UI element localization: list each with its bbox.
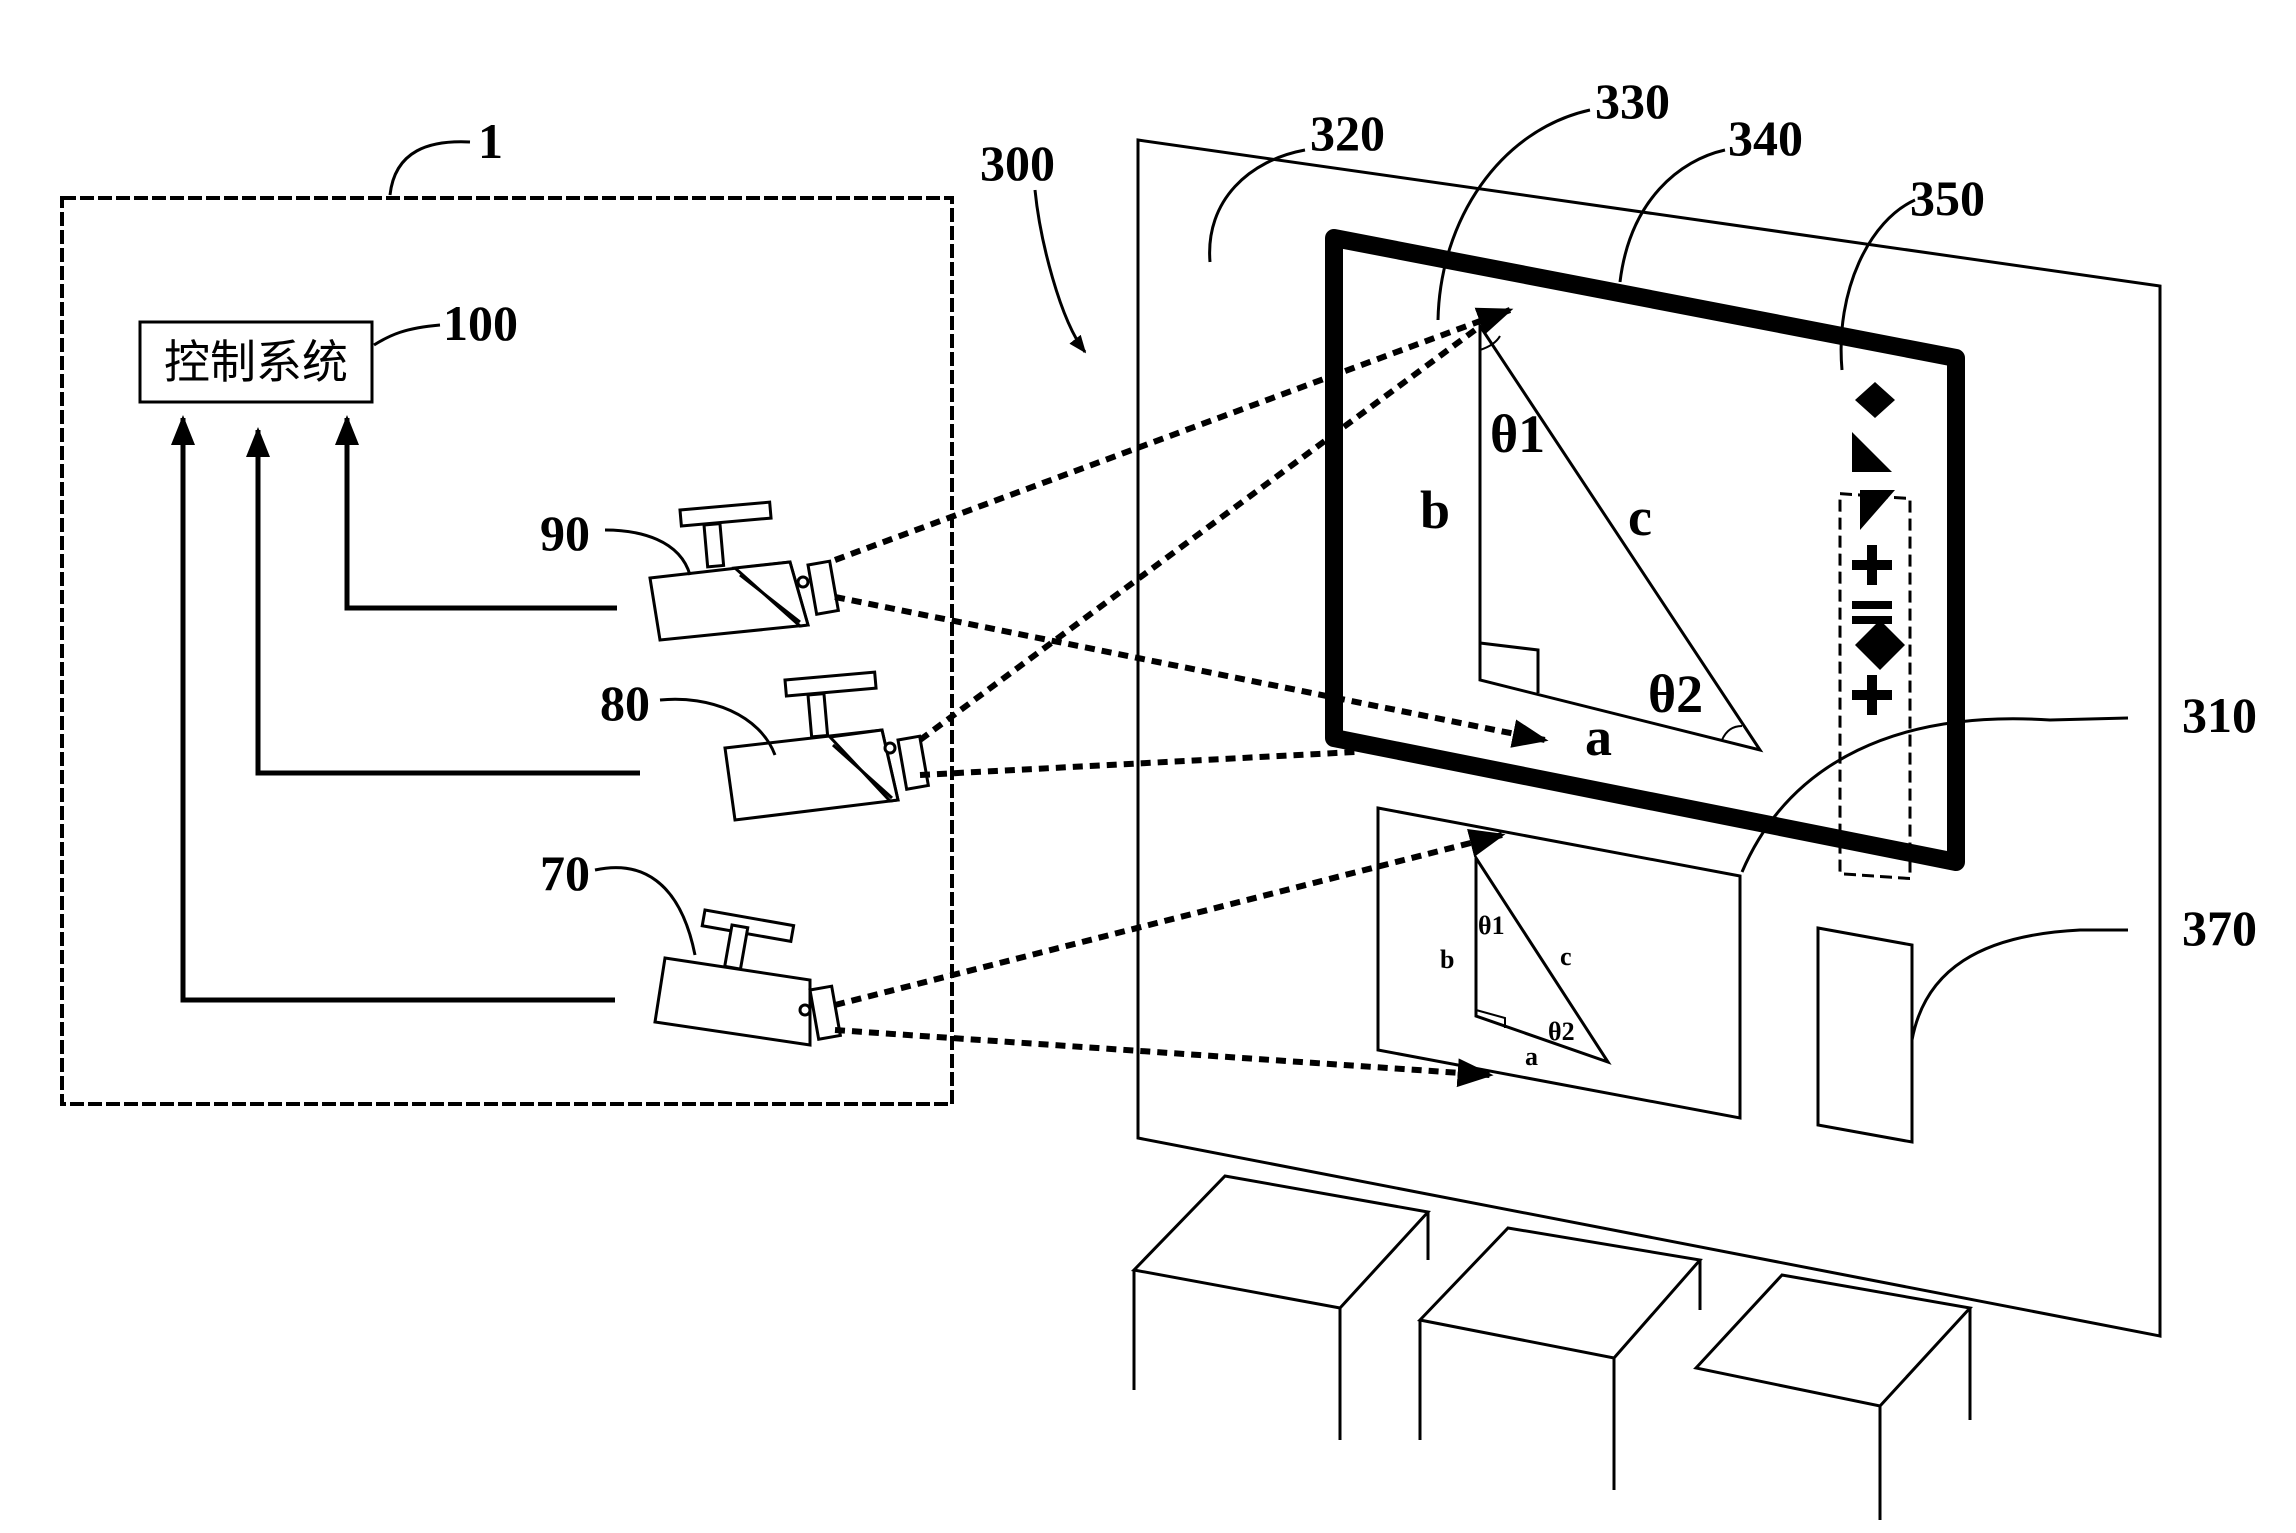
whiteboard: 330 340 bbox=[1325, 73, 1965, 871]
frame-ref: 340 bbox=[1728, 110, 1803, 166]
projector-80 bbox=[723, 670, 931, 822]
small-triangle: θ1 b c θ2 a bbox=[1440, 852, 1612, 1071]
wall-ref: 320 bbox=[1310, 105, 1385, 161]
projector-90-ref: 90 bbox=[540, 505, 590, 561]
large-angle-theta2: θ2 bbox=[1648, 664, 1703, 724]
control-system-label: 控制系统 bbox=[164, 335, 348, 389]
small-angle-theta2: θ2 bbox=[1548, 1017, 1575, 1046]
control-system-ref: 100 bbox=[443, 295, 518, 351]
large-angle-theta1: θ1 bbox=[1490, 404, 1545, 464]
large-side-c: c bbox=[1628, 487, 1652, 547]
diamond-icon bbox=[1855, 620, 1905, 670]
lower-screen-ref: 310 bbox=[2182, 687, 2257, 743]
equals-icon bbox=[1852, 601, 1892, 624]
toolbar: 350 bbox=[1838, 170, 1985, 881]
small-angle-theta1: θ1 bbox=[1478, 911, 1505, 940]
large-side-a: a bbox=[1585, 707, 1612, 767]
large-triangle: θ1 b c θ2 a bbox=[1420, 321, 1764, 767]
projector-70 bbox=[653, 908, 843, 1047]
display-system-ref: 300 bbox=[980, 135, 1055, 191]
projector-80-ref: 80 bbox=[600, 675, 650, 731]
feedback-lines bbox=[171, 415, 640, 1003]
display-wall: 320 bbox=[1136, 105, 2162, 1338]
system-box: 1 bbox=[60, 113, 954, 1106]
panel-ref: 370 bbox=[2182, 900, 2257, 956]
toolbar-ref: 350 bbox=[1910, 170, 1985, 226]
plus-icon bbox=[1852, 675, 1892, 715]
board-ref: 330 bbox=[1595, 73, 1670, 129]
projector-90 bbox=[648, 500, 841, 642]
large-side-b: b bbox=[1420, 480, 1450, 540]
panel: 370 bbox=[1816, 900, 2257, 1144]
lower-screen: 310 bbox=[1376, 687, 2257, 1120]
projection-rays bbox=[833, 307, 1549, 1088]
diamond-icon bbox=[1855, 382, 1895, 418]
desks bbox=[1130, 1174, 1973, 1520]
small-side-c: c bbox=[1560, 942, 1572, 971]
plus-icon bbox=[1852, 545, 1892, 585]
right-triangle-icon bbox=[1852, 432, 1892, 472]
control-system-box: 控制系统 100 bbox=[138, 295, 518, 404]
projector-70-ref: 70 bbox=[540, 845, 590, 901]
small-side-b: b bbox=[1440, 945, 1454, 974]
system-ref-label: 1 bbox=[478, 113, 503, 169]
triangle-icon bbox=[1860, 490, 1895, 530]
small-side-a: a bbox=[1525, 1042, 1538, 1071]
